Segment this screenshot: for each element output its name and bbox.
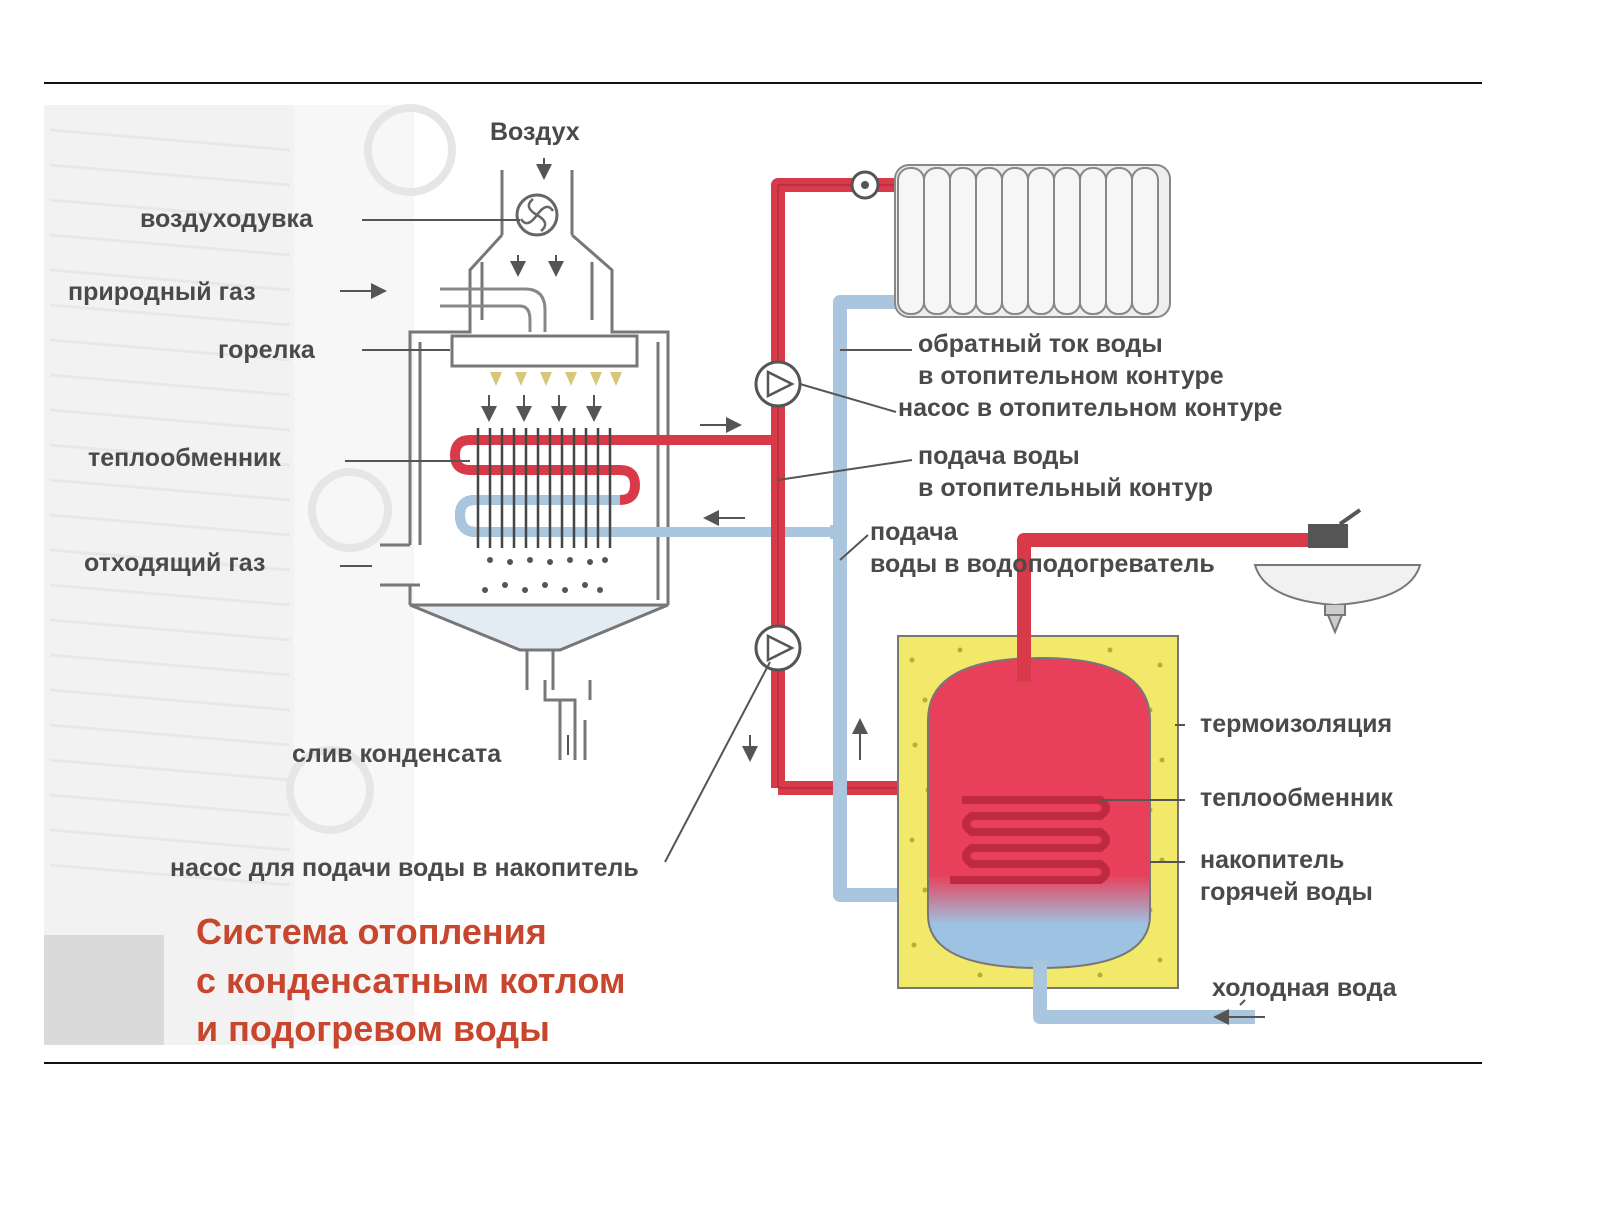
- boiler-heat-exchanger: [449, 428, 830, 548]
- label-exhaust-gas: отходящий газ: [84, 549, 265, 577]
- hot-water-outlet-pipe: [1017, 533, 1325, 682]
- radiator: [894, 164, 1171, 318]
- labels: Воздух воздуходувка природный газ горелк…: [68, 118, 1398, 1002]
- label-supply-line-2: в отопительный контур: [918, 474, 1213, 502]
- burner: [450, 334, 639, 368]
- label-cold-water: холодная вода: [1212, 974, 1398, 1002]
- burner-flames: [490, 372, 622, 386]
- condensate-droplets: [482, 557, 608, 593]
- tank-heat-exchanger: [950, 796, 1110, 884]
- label-air: Воздух: [490, 118, 580, 146]
- label-supply-line-1: подача воды: [918, 442, 1080, 470]
- label-return-line-1: обратный ток воды: [918, 330, 1163, 358]
- title-line-1: Система отопления: [196, 911, 547, 952]
- diagram-title: Система отопления с конденсатным котлом …: [196, 911, 626, 1049]
- cold-return-pipe: [833, 295, 950, 902]
- label-condensate-drain: слив конденсата: [292, 740, 502, 768]
- label-burner: горелка: [218, 336, 316, 364]
- title-line-3: и подогревом воды: [196, 1008, 550, 1049]
- title-line-2: с конденсатным котлом: [196, 960, 626, 1001]
- storage-pump-icon: [754, 624, 802, 672]
- label-tank-2: горячей воды: [1200, 878, 1373, 906]
- label-heat-exchanger: теплообменник: [88, 444, 281, 472]
- label-blower: воздуходувка: [140, 205, 314, 233]
- label-heater-feed-1: подача: [870, 518, 959, 546]
- air-flow-arrows: [510, 158, 564, 277]
- sink-tap-icon: [1253, 508, 1422, 635]
- label-return-line-2: в отопительном контуре: [918, 362, 1224, 390]
- label-insulation: термоизоляция: [1200, 710, 1392, 738]
- label-heater-feed-2: воды в водоподогреватель: [870, 550, 1215, 578]
- label-natural-gas: природный газ: [68, 278, 256, 306]
- cold-inlet-pipe: [1033, 960, 1255, 1024]
- radiator-valve-icon: [850, 170, 880, 200]
- hot-water-tank: [897, 635, 1179, 989]
- label-tank-1: накопитель: [1200, 846, 1344, 874]
- label-heating-pump: насос в отопительном контуре: [898, 394, 1282, 422]
- leader-lines: [340, 219, 1246, 1006]
- heating-circuit-pump-icon: [754, 360, 802, 408]
- background-photo: [44, 104, 456, 1045]
- gas-pipe: [440, 287, 547, 332]
- label-storage-pump: насос для подачи воды в накопитель: [170, 854, 639, 882]
- boiler: [380, 170, 670, 760]
- label-tank-heat-exchanger: теплообменник: [1200, 784, 1393, 812]
- blower-fan-icon: [515, 193, 559, 237]
- heat-arrows: [481, 395, 602, 422]
